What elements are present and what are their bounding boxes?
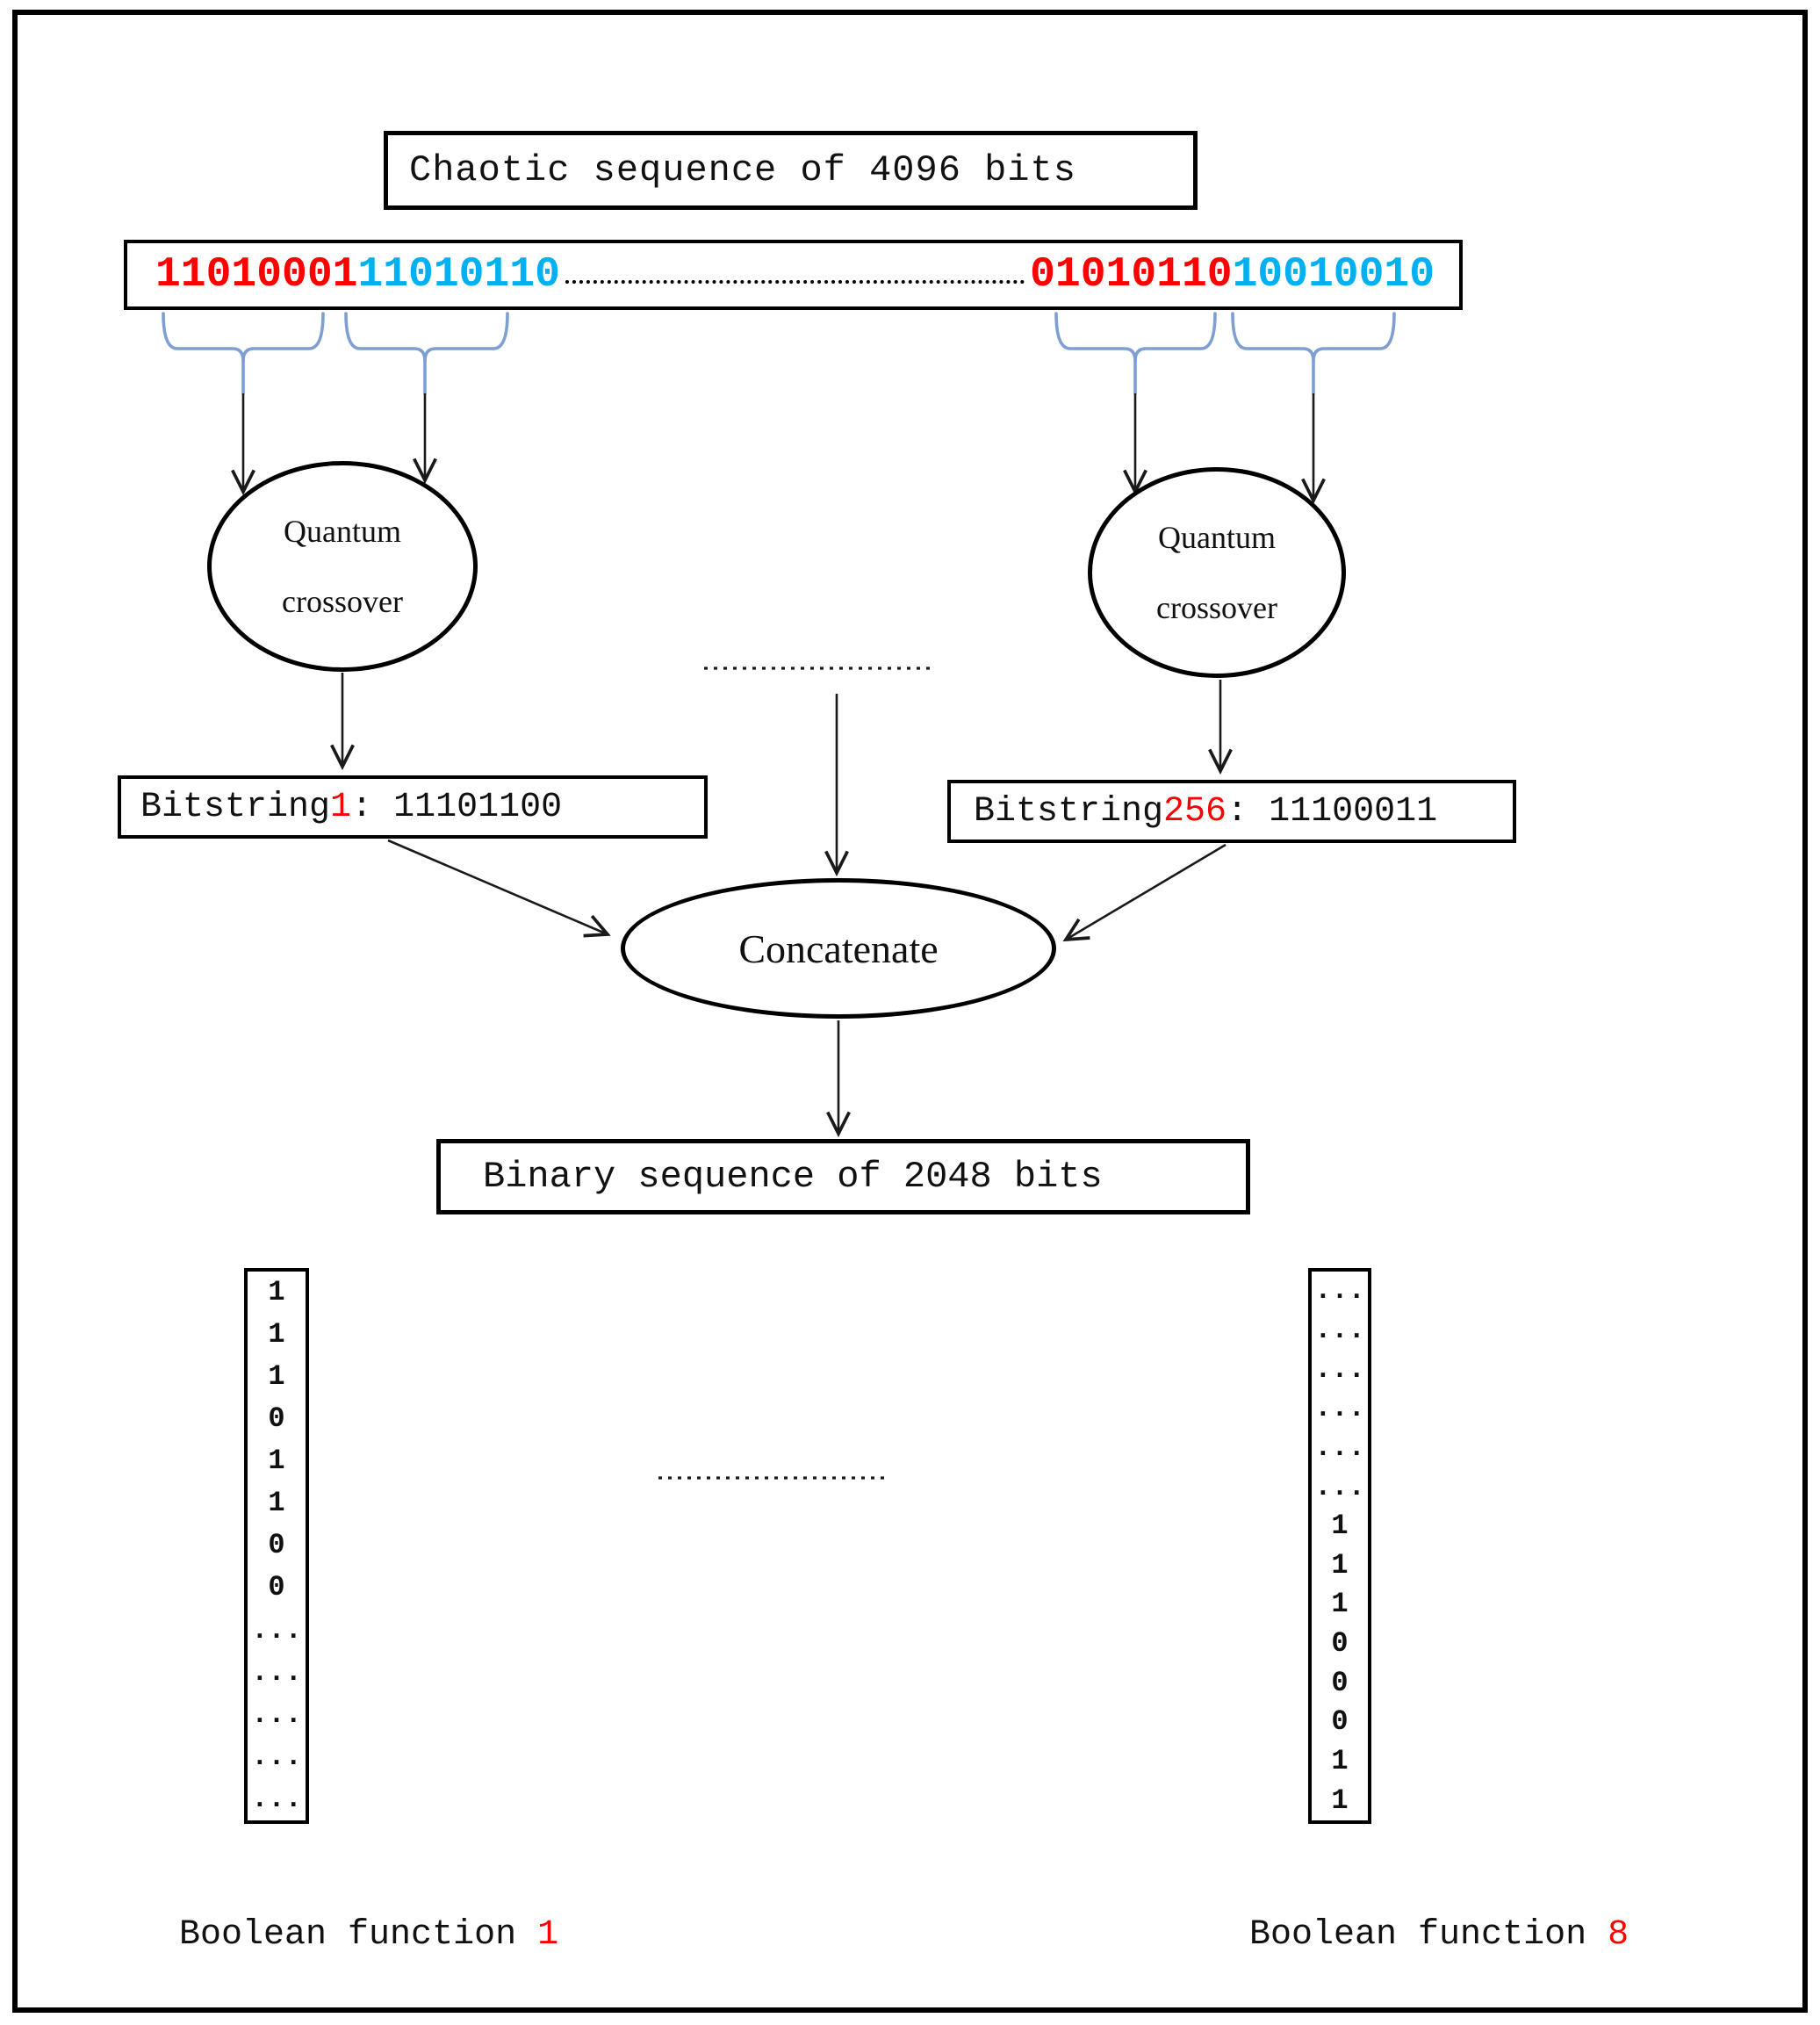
column-bit: 0 — [1331, 1705, 1349, 1739]
quantum-label: Quantum — [1158, 520, 1276, 555]
bitstring256-bits: 11100011 — [1269, 791, 1438, 832]
quantum-crossover-left: Quantum crossover — [207, 461, 478, 672]
bitstring1-sep: : — [351, 787, 394, 827]
bitstring1-number: 1 — [330, 787, 352, 827]
bit-sequence-ellipsis — [565, 279, 1025, 284]
boolean-function-8-number: 8 — [1608, 1915, 1629, 1955]
boolean-function-8-label: Boolean function 8 — [1165, 1876, 1629, 1994]
column-bit: ... — [1314, 1352, 1365, 1386]
column-bit: ... — [1314, 1274, 1365, 1308]
column-bit: ... — [1314, 1430, 1365, 1464]
column-bit: 0 — [1331, 1666, 1349, 1699]
column-bit: ... — [251, 1655, 302, 1689]
column-bit: 1 — [268, 1360, 285, 1394]
column-bit: 0 — [268, 1402, 285, 1436]
column-bit: 1 — [268, 1276, 285, 1309]
column-bit: ... — [251, 1697, 302, 1731]
column-bit: 1 — [1331, 1745, 1349, 1777]
arrow-bitstring256-to-concatenate — [1062, 843, 1227, 942]
brace-group-1 — [162, 312, 325, 395]
column-bit: 1 — [1331, 1588, 1349, 1621]
chaotic-sequence-label: Chaotic sequence of 4096 bits — [409, 149, 1076, 191]
boolean-function-8-column: .................. 1 1 1 0 0 0 1 1 — [1308, 1268, 1371, 1824]
column-bit: ... — [1314, 1392, 1365, 1425]
crossover-label: crossover — [282, 584, 403, 619]
column-bit: 1 — [1331, 1784, 1349, 1817]
boolean-function-1-label: Boolean function 1 — [95, 1876, 558, 1994]
column-bit: 0 — [268, 1571, 285, 1604]
arrow-bitstring1-to-concatenate — [387, 839, 611, 938]
bitstring256-prefix: Bitstring — [974, 791, 1164, 832]
quantum-crossover-right: Quantum crossover — [1088, 467, 1346, 678]
bit-group-4: 10010010 — [1232, 251, 1435, 299]
column-bit: 1 — [268, 1445, 285, 1478]
concatenate-ellipse: Concatenate — [621, 878, 1056, 1019]
bitstring256-number: 256 — [1163, 791, 1227, 832]
column-bit: ... — [251, 1740, 302, 1773]
bit-group-2: 11010110 — [357, 251, 560, 299]
column-bit: 0 — [268, 1529, 285, 1562]
bitstring1-prefix: Bitstring — [140, 787, 331, 827]
brace-group-2 — [344, 312, 509, 395]
bitstring256-sep: : — [1227, 791, 1270, 832]
column-bit: ... — [251, 1613, 302, 1647]
bit-sequence-box: 11010001 11010110 01010110 10010010 — [124, 240, 1463, 310]
brace-group-3 — [1054, 312, 1217, 395]
binary-sequence-label: Binary sequence of 2048 bits — [483, 1156, 1103, 1198]
column-bit: ... — [251, 1782, 302, 1815]
bit-group-3: 01010110 — [1030, 251, 1233, 299]
column-bit: 1 — [1331, 1510, 1349, 1543]
chaotic-sequence-box: Chaotic sequence of 4096 bits — [384, 131, 1198, 210]
boolean-function-1-column: 1 1 1 0 1 1 0 0............... — [244, 1268, 309, 1824]
quantum-label: Quantum — [284, 514, 401, 549]
boolean-function-1-number: 1 — [537, 1915, 559, 1955]
column-bit: 1 — [268, 1318, 285, 1351]
column-bit: 0 — [1331, 1627, 1349, 1661]
binary-sequence-box: Binary sequence of 2048 bits — [436, 1139, 1250, 1214]
column-bit: ... — [1314, 1470, 1365, 1503]
column-bit: ... — [1314, 1313, 1365, 1346]
crossover-label: crossover — [1156, 590, 1277, 625]
brace-group-4 — [1231, 312, 1396, 395]
concatenate-label: Concatenate — [738, 926, 939, 971]
bitstring1-bits: 11101100 — [393, 787, 563, 827]
boolean-function-1-text: Boolean function — [179, 1915, 538, 1955]
boolean-function-8-text: Boolean function — [1249, 1915, 1608, 1955]
column-bit: 1 — [268, 1487, 285, 1520]
bit-group-1: 11010001 — [155, 251, 358, 299]
column-bit: 1 — [1331, 1548, 1349, 1582]
